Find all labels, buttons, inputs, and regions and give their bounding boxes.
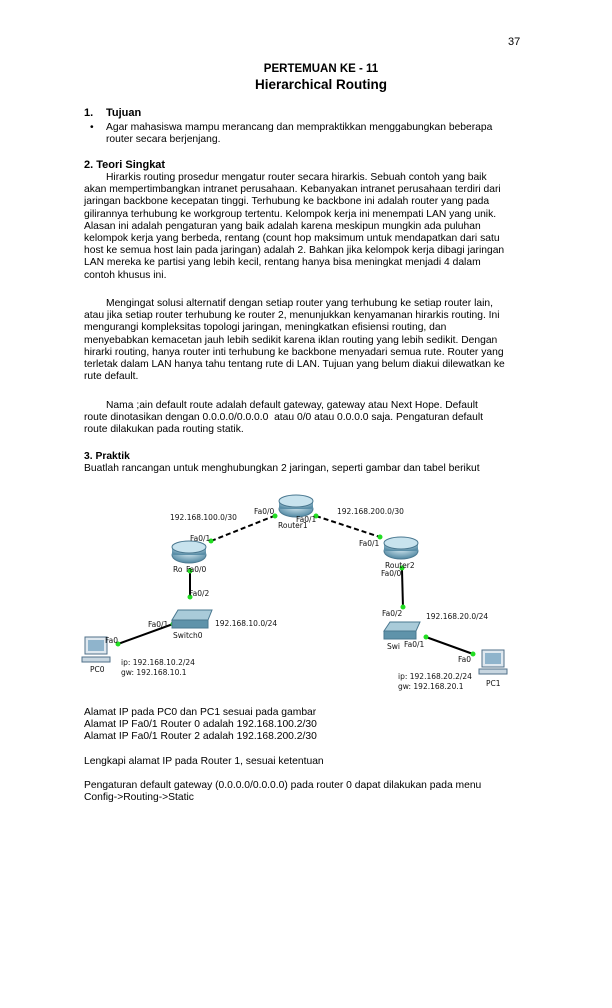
pc0-icon[interactable] xyxy=(81,636,111,663)
pc0-label: PC0 xyxy=(90,665,105,674)
net-right-label: 192.168.200.0/30 xyxy=(337,507,404,516)
section1-bullet: Agar mahasiswa mampu merancang dan mempr… xyxy=(106,122,492,146)
text-line: route dinotasikan dengan 0.0.0.0/0.0.0.0… xyxy=(84,412,484,424)
link-r1-r2 xyxy=(315,515,381,538)
text-line: Mengingat solusi alternatif dengan setia… xyxy=(106,298,493,309)
r0-fa00-label: Fa0/0 xyxy=(186,565,207,574)
pc1-label: PC1 xyxy=(486,679,501,688)
r2-fa01-label: Fa0/1 xyxy=(359,539,380,548)
text-line: route dilakukan pada routing statik. xyxy=(84,424,244,436)
router1-icon[interactable] xyxy=(278,494,314,518)
router0-label: Ro xyxy=(173,565,183,574)
bullet-icon: • xyxy=(90,122,94,133)
pc1-icon[interactable] xyxy=(478,649,508,675)
sw2-fa01-label: Fa0/1 xyxy=(404,640,425,649)
link-sw0-pc0 xyxy=(117,623,174,645)
r1-fa00-label: Fa0/0 xyxy=(254,507,275,516)
text-line: kelompok kerja yang berbeda, rentang (co… xyxy=(84,232,500,244)
paragraph-3: Nama ;ain default route adalah default g… xyxy=(84,400,524,437)
paragraph-2: Mengingat solusi alternatif dengan setia… xyxy=(84,298,524,383)
links xyxy=(117,515,474,655)
text-line xyxy=(84,768,524,780)
text-line: terletak dalam LAN hanya tahu tentang ru… xyxy=(84,358,505,370)
lan0-label: 192.168.10.0/24 xyxy=(215,619,277,628)
text-line: Alasan ini adalah pengaturan yang baik a… xyxy=(84,220,481,232)
router2-label: Router2 xyxy=(385,561,415,570)
section1-number: 1. xyxy=(84,107,94,119)
router2-icon[interactable] xyxy=(383,536,419,560)
section1-heading: Tujuan xyxy=(106,107,142,119)
r1-fa01-label: Fa0/1 xyxy=(296,515,317,524)
text-line: rute default. xyxy=(84,371,139,383)
text-line: Alamat IP Fa0/1 Router 2 adalah 192.168.… xyxy=(84,731,317,743)
link-r0-r1 xyxy=(210,515,275,542)
text-line: Config->Routing->Static xyxy=(84,792,194,804)
text-line: host ke semua host lain pada jaringan) a… xyxy=(84,245,505,257)
link-r2-sw2 xyxy=(401,569,404,609)
router1-label: Router1 xyxy=(278,521,308,530)
router0-icon[interactable] xyxy=(171,540,207,564)
text-line: jaringan backbone kecepatan tinggi. Terh… xyxy=(84,196,490,208)
link-sw2-pc1 xyxy=(425,636,474,655)
text-line: mengurangi kompleksitas topologi jaringa… xyxy=(84,322,447,334)
page-number: 37 xyxy=(508,36,521,48)
text-line: hirarki routing, hanya router inti terhu… xyxy=(84,346,504,358)
text-line: menyebabkan kemacetan jauh lebih sedikit… xyxy=(84,334,498,346)
text-line: Nama ;ain default route adalah default g… xyxy=(106,400,478,411)
text-line: Lengkapi alamat IP pada Router 1, sesuai… xyxy=(84,755,324,767)
switch2-icon[interactable] xyxy=(383,621,421,640)
sw0-fa01-label: Fa0/1 xyxy=(148,620,169,629)
section3-intro: Buatlah rancangan untuk menghubungkan 2 … xyxy=(84,463,480,474)
sw0-fa02-label: Fa0/2 xyxy=(189,589,210,598)
section3-heading: 3. Praktik xyxy=(84,451,130,462)
text-line: akan mempertimbangkan intranet perusahaa… xyxy=(84,184,501,196)
r2-fa00-label: Fa0/0 xyxy=(381,569,402,578)
port-indicators xyxy=(115,513,476,657)
pc1-fa0-label: Fa0 xyxy=(458,655,471,664)
meeting-label: PERTEMUAN KE - 11 xyxy=(263,63,379,75)
switch0-label: Switch0 xyxy=(173,631,203,640)
sw2-fa02-label: Fa0/2 xyxy=(382,609,403,618)
page-title: Hierarchical Routing xyxy=(254,77,388,92)
text-line xyxy=(84,744,524,756)
pc0-gw: gw: 192.168.10.1 xyxy=(121,668,187,677)
text-line: atau jika setiap router terhubung ke rou… xyxy=(84,310,500,322)
switch0-icon[interactable] xyxy=(171,609,213,629)
text-line: LAN mereka ke partisi yang lebih kecil, … xyxy=(84,257,481,269)
text-line: Alamat IP pada PC0 dan PC1 sesuai pada g… xyxy=(84,707,317,718)
text-line: Agar mahasiswa mampu merancang dan mempr… xyxy=(106,122,493,133)
lan2-label: 192.168.20.0/24 xyxy=(426,612,488,621)
text-line: gilirannya terhubung ke workgroup terten… xyxy=(84,208,497,220)
text-line: contoh khusus ini. xyxy=(84,269,167,281)
pc0-fa0-label: Fa0 xyxy=(105,636,118,645)
switch2-label: Swi xyxy=(387,642,400,651)
net-left-label: 192.168.100.0/30 xyxy=(170,513,237,522)
pc1-ip: ip: 192.168.20.2/24 xyxy=(398,672,472,681)
paragraph-1: Hirarkis routing prosedur mengatur route… xyxy=(84,172,524,282)
text-line: Pengaturan default gateway (0.0.0.0/0.0.… xyxy=(84,780,482,792)
r0-fa01-label: Fa0/1 xyxy=(190,534,211,543)
pc1-gw: gw: 192.168.20.1 xyxy=(398,682,464,691)
section3-after: Alamat IP pada PC0 dan PC1 sesuai pada g… xyxy=(84,707,524,805)
text-line: Alamat IP Fa0/1 Router 0 adalah 192.168.… xyxy=(84,719,317,731)
section2-heading: 2. Teori Singkat xyxy=(84,159,166,171)
text-line: router secara berjenjang. xyxy=(106,134,221,146)
text-line: Hirarkis routing prosedur mengatur route… xyxy=(106,172,487,183)
pc0-ip: ip: 192.168.10.2/24 xyxy=(121,658,195,667)
